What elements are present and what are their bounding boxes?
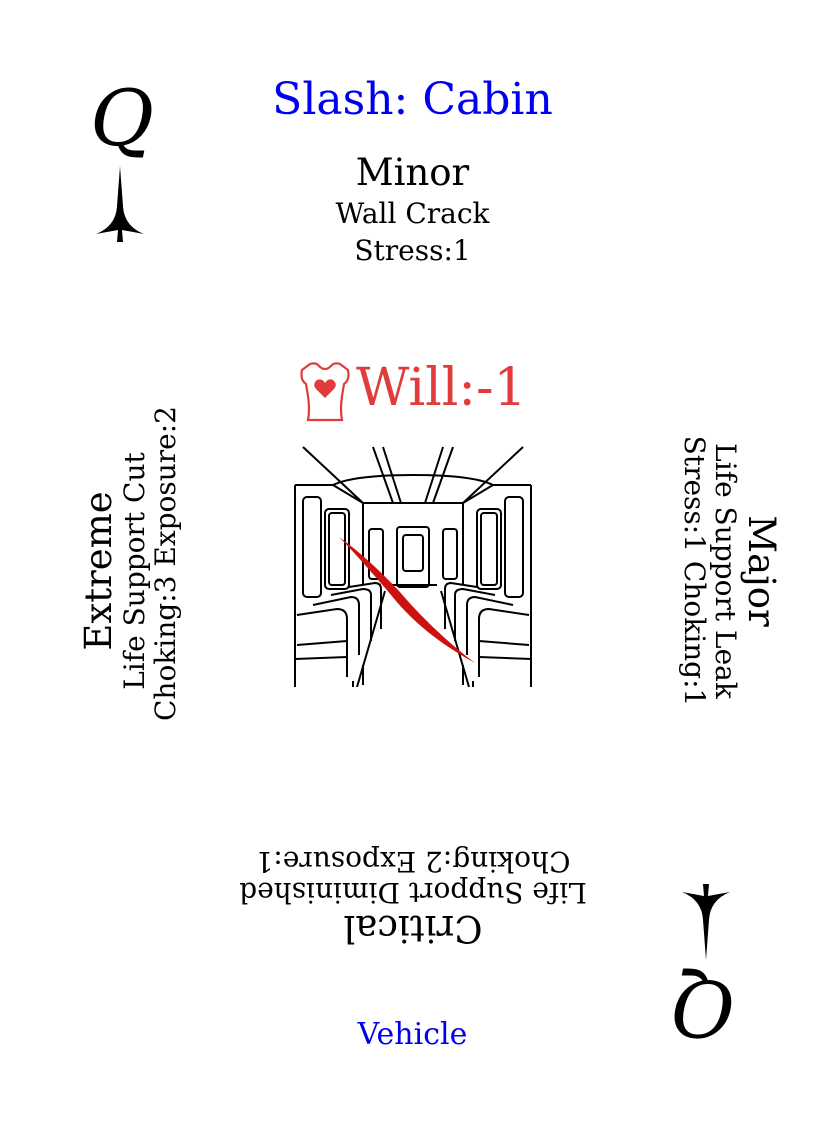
- corner-rank-bottom-right: Q: [664, 876, 744, 1052]
- extreme-severity: Extreme: [77, 491, 120, 651]
- minor-name: Wall Crack: [335, 197, 490, 230]
- major-name: Life Support Leak: [709, 443, 742, 699]
- extreme-effects: Choking:3 Exposure:2: [149, 406, 182, 721]
- minor-severity: Minor: [355, 151, 470, 194]
- critical-effects: Choking:2 Exposure:1: [255, 845, 571, 878]
- corner-rank-top-left: Q: [82, 80, 162, 250]
- major-severity: Major: [740, 515, 783, 627]
- rank-label: Q: [90, 74, 154, 164]
- heart-torso-icon: [300, 362, 350, 422]
- extreme-name: Life Support Cut: [118, 452, 151, 690]
- extreme-injury: Extreme Life Support Cut Choking:3 Expos…: [77, 406, 182, 721]
- critical-injury: Critical Life Support Diminished Choking…: [213, 845, 613, 950]
- stat-line: Will:-1: [296, 360, 546, 424]
- major-injury: Major Life Support Leak Stress:1 Choking…: [678, 421, 783, 721]
- card-title: Slash: Cabin: [272, 74, 553, 125]
- minor-effects: Stress:1: [354, 234, 471, 267]
- critical-name: Life Support Diminished: [239, 876, 587, 909]
- major-effects: Stress:1 Choking:1: [678, 435, 711, 707]
- spade-pip-icon: [682, 884, 730, 960]
- card-category: Vehicle: [357, 1017, 468, 1052]
- critical-severity: Critical: [343, 907, 483, 950]
- stat-text: Will:-1: [356, 358, 527, 418]
- train-cabin-slash-icon: [294, 446, 532, 687]
- spade-pip-icon: [96, 166, 144, 242]
